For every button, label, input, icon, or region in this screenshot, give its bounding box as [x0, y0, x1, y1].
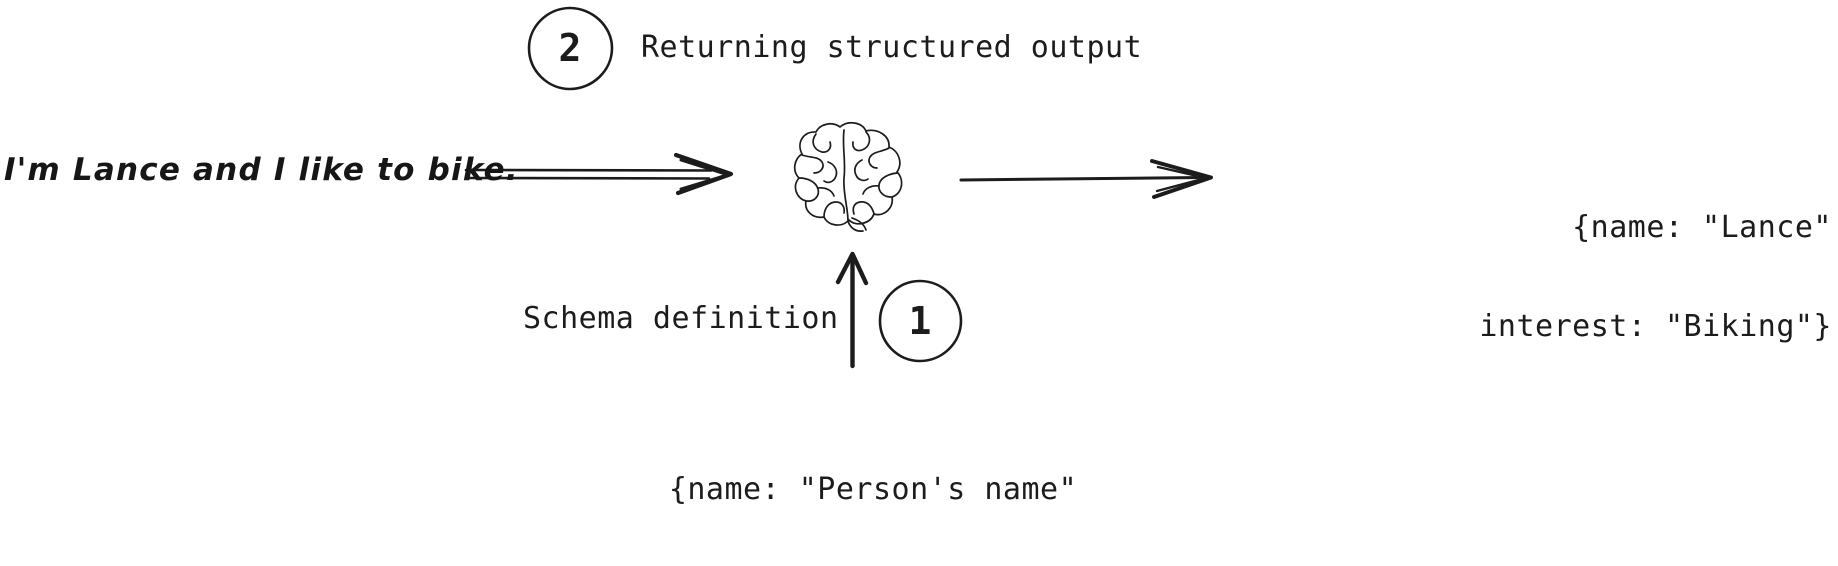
schema-definition-text: {name: "Person's name" interest: "Person… — [560, 407, 1186, 566]
arrow-input-to-model — [464, 152, 734, 196]
structured-output-line-1: {name: "Lance" — [1572, 210, 1832, 245]
structured-output-text: {name: "Lance" interest: "Biking"} — [1479, 145, 1832, 409]
step-1-number: 1 — [908, 299, 932, 343]
structured-output-line-2: interest: "Biking"} — [1479, 309, 1832, 344]
schema-definition-line-1: {name: "Person's name" — [668, 472, 1078, 507]
arrow-model-to-output — [959, 159, 1213, 199]
step-1-circle-outline — [878, 279, 963, 363]
step-2-number: 2 — [558, 26, 582, 70]
arrow-schema-to-model — [835, 251, 869, 369]
brain-icon — [793, 121, 903, 232]
step-2-label: Returning structured output — [641, 30, 1143, 65]
step-1-label: Schema definition — [523, 301, 839, 336]
step-2-badge: 2 — [529, 7, 611, 89]
step-1-badge: 1 — [880, 281, 960, 361]
step-2-circle-outline — [527, 6, 614, 91]
input-sentence-text: I'm Lance and I like to bike. — [4, 152, 519, 188]
